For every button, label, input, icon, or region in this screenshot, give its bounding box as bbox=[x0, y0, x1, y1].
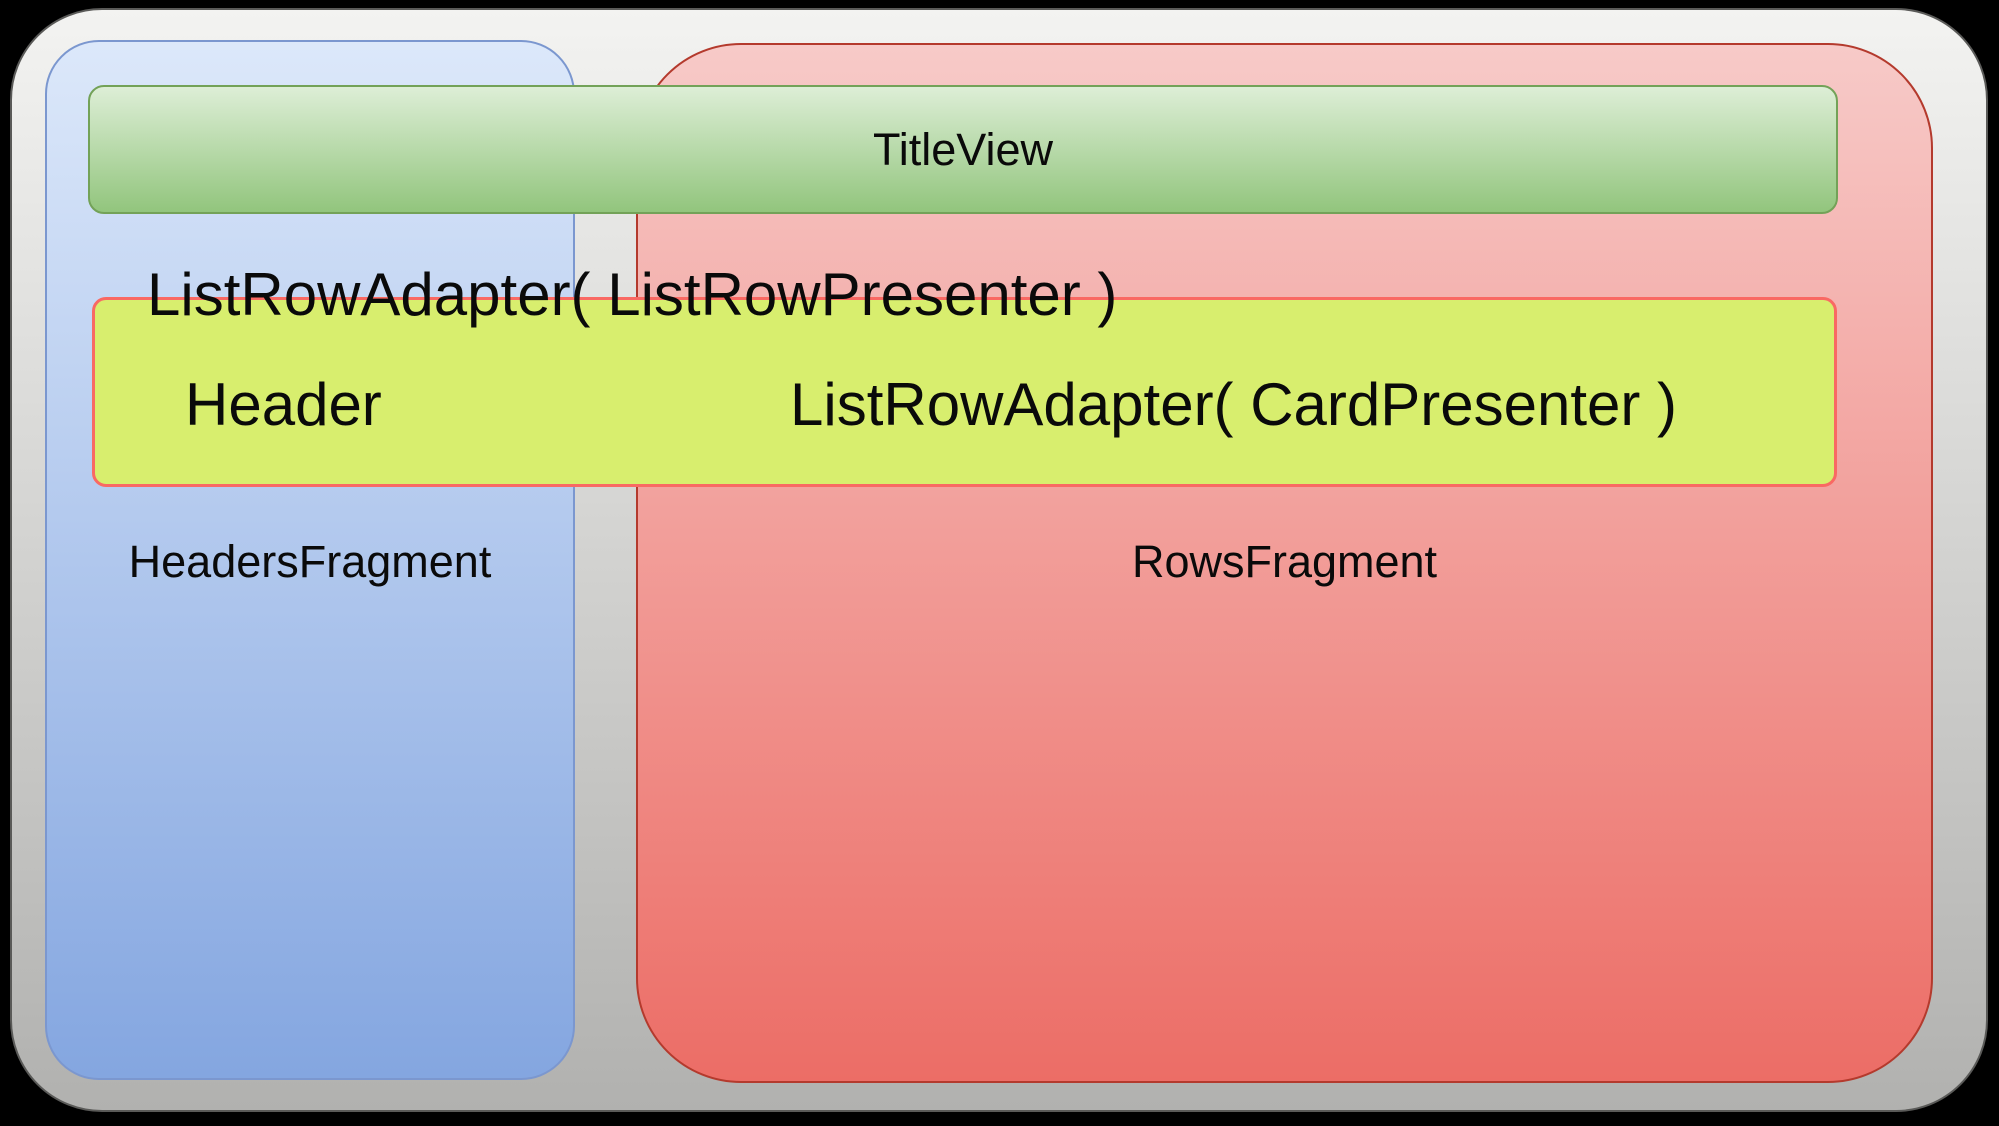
header-cell-label: Header bbox=[185, 371, 382, 438]
title-view-bar: TitleView bbox=[88, 85, 1838, 214]
rows-fragment-label: RowsFragment bbox=[1131, 536, 1438, 587]
list-row-bar bbox=[92, 297, 1837, 487]
rows-fragment-panel bbox=[636, 43, 1933, 1083]
title-view-label: TitleView bbox=[872, 124, 1054, 175]
card-adapter-label: ListRowAdapter( CardPresenter ) bbox=[790, 371, 1678, 438]
list-row-adapter-caption: ListRowAdapter( ListRowPresenter ) bbox=[147, 261, 1118, 328]
headers-fragment-label: HeadersFragment bbox=[128, 536, 492, 587]
